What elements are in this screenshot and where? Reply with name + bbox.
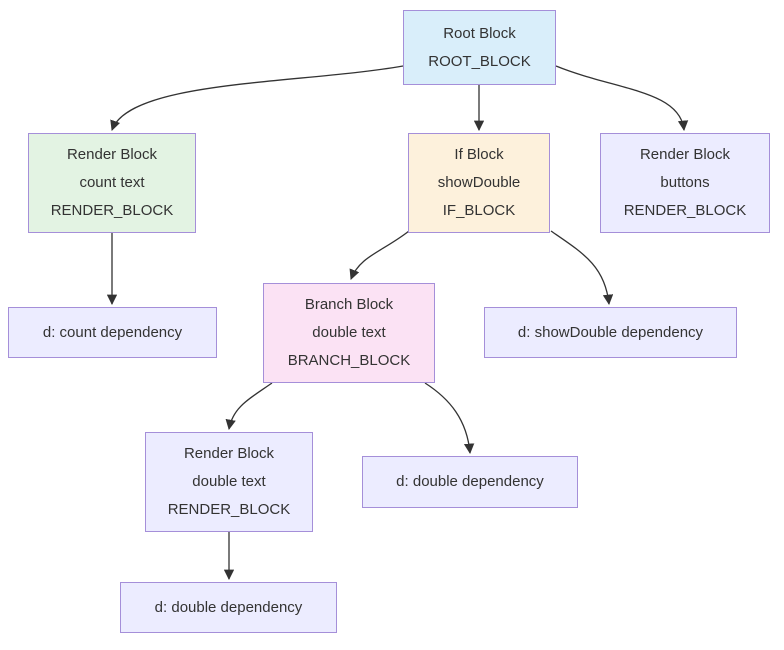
node-line: If Block (454, 146, 504, 163)
node-line: BRANCH_BLOCK (287, 352, 411, 369)
node-render-block-double: Render Block double text RENDER_BLOCK (145, 432, 313, 532)
node-dep-double-bottom: d: double dependency (120, 582, 337, 633)
node-line: RENDER_BLOCK (623, 202, 747, 219)
node-line: ROOT_BLOCK (428, 52, 531, 70)
node-line: IF_BLOCK (442, 202, 516, 219)
edge-if-block-to-branch-block (349, 230, 410, 280)
node-line: double text (192, 473, 266, 490)
node-line: showDouble (437, 174, 521, 191)
node-line: d: showDouble dependency (517, 323, 704, 341)
node-root-block: Root Block ROOT_BLOCK (403, 10, 556, 85)
node-dep-showdouble: d: showDouble dependency (484, 307, 737, 358)
node-line: double text (312, 324, 386, 341)
edge-root-to-render-buttons (555, 65, 689, 132)
node-line: Render Block (183, 445, 275, 462)
node-line: Branch Block (304, 296, 394, 313)
node-line: RENDER_BLOCK (167, 501, 291, 518)
edge-if-block-to-dep-showdouble (550, 230, 614, 306)
node-line: RENDER_BLOCK (50, 202, 174, 219)
node-line: Root Block (443, 24, 516, 42)
edge-branch-to-dep-double (424, 382, 475, 455)
node-line: buttons (660, 174, 710, 191)
edge-branch-to-render-double (225, 382, 273, 431)
node-branch-block: Branch Block double text BRANCH_BLOCK (263, 283, 435, 383)
node-if-block: If Block showDouble IF_BLOCK (408, 133, 550, 233)
node-dep-count: d: count dependency (8, 307, 217, 358)
node-line: count text (79, 174, 145, 191)
node-line: d: double dependency (154, 598, 303, 616)
node-line: d: count dependency (42, 323, 183, 341)
node-line: Render Block (66, 146, 158, 163)
node-render-block-count: Render Block count text RENDER_BLOCK (28, 133, 196, 233)
edge-root-to-render-count (110, 65, 404, 131)
node-line: Render Block (639, 146, 731, 163)
node-render-block-buttons: Render Block buttons RENDER_BLOCK (600, 133, 770, 233)
node-dep-double-mid: d: double dependency (362, 456, 578, 508)
node-line: d: double dependency (396, 473, 544, 490)
